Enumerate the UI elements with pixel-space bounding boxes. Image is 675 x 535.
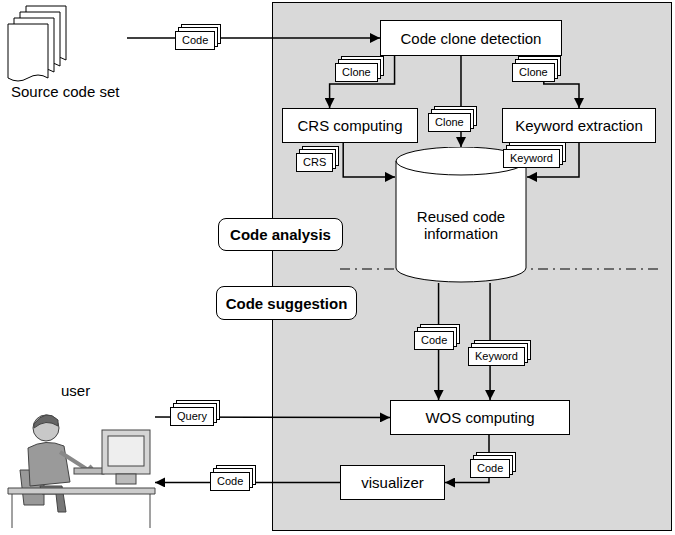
- edge-label: Keyword: [503, 149, 560, 168]
- edge-label: Code: [470, 459, 510, 478]
- edge-label: Clone: [428, 113, 471, 132]
- document-stack-icon: [8, 6, 66, 81]
- node-label: Code suggestion: [226, 295, 348, 312]
- node-label: Reused code information: [407, 208, 515, 242]
- node-label: Source code set: [11, 83, 119, 100]
- section-tag: Code analysis: [218, 218, 343, 251]
- document-icon: Keyword: [503, 148, 560, 168]
- process-box: CRS computing: [282, 108, 418, 143]
- process-box: Code clone detection: [380, 20, 562, 56]
- node-label: Code clone detection: [401, 30, 542, 47]
- document-icon: Code: [210, 471, 250, 491]
- flow-arrow: [460, 56, 462, 147]
- edge-label: Query: [170, 407, 214, 426]
- node-label: WOS computing: [425, 409, 534, 426]
- edge-label: Code: [414, 331, 454, 350]
- process-box: WOS computing: [390, 400, 570, 435]
- flow-arrow: [343, 143, 395, 177]
- edge-label: Clone: [335, 63, 378, 82]
- document-icon: Clone: [512, 62, 555, 82]
- document-icon: Clone: [428, 112, 471, 132]
- process-box: Keyword extraction: [502, 108, 656, 143]
- document-icon: Code: [470, 458, 510, 478]
- node-label: Code analysis: [230, 226, 331, 243]
- node-label: user: [61, 382, 90, 399]
- section-tag: Code suggestion: [216, 286, 358, 320]
- edge-label: Clone: [512, 63, 555, 82]
- process-box: visualizer: [340, 465, 445, 500]
- document-icon: Query: [170, 406, 214, 426]
- flow-arrow: [330, 56, 395, 108]
- document-icon: Keyword: [468, 346, 525, 366]
- source-set-node: Source code set: [5, 4, 127, 104]
- document-icon: Code: [175, 30, 215, 50]
- edge-label: Code: [210, 472, 250, 491]
- document-icon: CRS: [296, 152, 333, 172]
- edge-label: Code: [175, 31, 215, 50]
- user-figure: [8, 415, 155, 528]
- edge-label: CRS: [296, 153, 333, 172]
- document-icon: Code: [414, 330, 454, 350]
- node-label: Keyword extraction: [515, 117, 643, 134]
- node-label: CRS computing: [297, 117, 402, 134]
- edge-label: Keyword: [468, 347, 525, 366]
- node-label: visualizer: [361, 474, 424, 491]
- panel: [273, 3, 672, 531]
- flow-arrow: [127, 37, 380, 39]
- document-icon: Clone: [335, 62, 378, 82]
- user-node: user: [5, 380, 155, 530]
